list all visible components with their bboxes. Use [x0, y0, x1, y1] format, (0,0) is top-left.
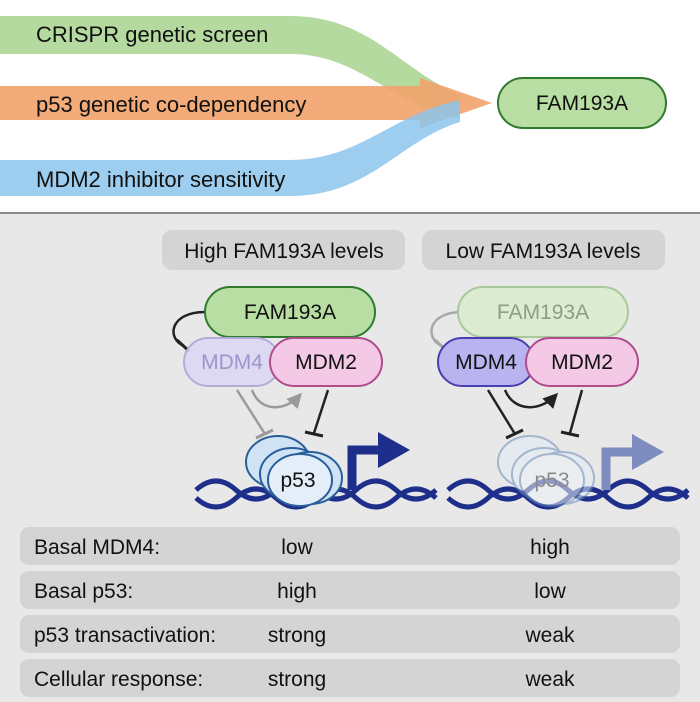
low-fam-node	[457, 286, 629, 338]
low-mdm4-label: MDM4	[455, 351, 517, 374]
low-mdm2-inhibit-bar	[560, 430, 580, 438]
low-transcription-arrow	[601, 447, 636, 490]
high-condition: FAM193A MDM4 MDM2 p53	[172, 286, 438, 510]
low-mdm4-activates-mdm2	[503, 389, 559, 409]
row-low-basal-mdm4: high	[530, 536, 570, 559]
low-mdm2-node	[525, 337, 639, 387]
row-high-transactivation: strong	[268, 624, 326, 647]
low-fam-label: FAM193A	[497, 301, 589, 324]
stream-crispr	[0, 16, 460, 118]
row-high-basal-p53: high	[277, 580, 317, 603]
input-label-p53: p53 genetic co-dependency	[36, 92, 306, 117]
low-mdm2-inhibit-p53	[568, 389, 584, 434]
table-row-bg-0	[20, 527, 680, 565]
input-label-mdm2: MDM2 inhibitor sensitivity	[36, 167, 285, 192]
low-p53-blob-4	[519, 453, 585, 507]
high-p53-label: p53	[280, 469, 315, 492]
row-low-transactivation: weak	[524, 624, 575, 647]
high-mdm4-label: MDM4	[201, 351, 263, 374]
header-low: Low FAM193A levels	[446, 240, 641, 263]
high-transcription-arrowhead	[378, 432, 410, 468]
high-mdm4-inhibit-p53	[235, 389, 267, 435]
summary-table: Basal MDM4: low high Basal p53: high low…	[20, 527, 680, 697]
high-p53-blob-4	[267, 453, 333, 507]
stream-p53	[0, 78, 492, 128]
target-label: FAM193A	[536, 92, 628, 115]
row-label-basal-mdm4: Basal MDM4:	[34, 536, 160, 559]
low-mdm4-inhibit-bar	[505, 428, 524, 440]
low-mdm2-label: MDM2	[551, 351, 613, 374]
low-mdm4-inhibit-p53	[486, 389, 517, 435]
input-streams	[0, 16, 492, 196]
low-transcription-arrowhead	[632, 434, 664, 470]
high-mdm2-inhibit-bar	[304, 430, 324, 438]
high-fam-node	[204, 286, 376, 338]
row-label-basal-p53: Basal p53:	[34, 580, 133, 603]
table-row-bg-1	[20, 571, 680, 609]
high-transcription-arrow	[347, 445, 382, 490]
row-label-cellular-response: Cellular response:	[34, 668, 203, 691]
target-pill	[497, 77, 667, 129]
row-label-transactivation: p53 transactivation:	[34, 624, 216, 647]
high-mdm2-node	[269, 337, 383, 387]
low-condition: FAM193A MDM4 MDM2 p53	[430, 286, 690, 510]
high-mdm2-inhibit-p53	[312, 389, 330, 434]
header-pill-low	[422, 230, 665, 270]
high-mdm4-inhibit-bar	[255, 428, 274, 440]
target-node: FAM193A	[497, 77, 667, 129]
row-low-basal-p53: low	[534, 580, 566, 603]
high-fam-label: FAM193A	[244, 301, 336, 324]
row-high-cellular-response: strong	[268, 668, 326, 691]
row-low-cellular-response: weak	[524, 668, 575, 691]
header-pill-high	[162, 230, 405, 270]
header-high: High FAM193A levels	[184, 240, 384, 263]
high-mdm4-activates-mdm2	[250, 389, 302, 409]
table-row-bg-3	[20, 659, 680, 697]
high-mdm2-label: MDM2	[295, 351, 357, 374]
row-high-basal-mdm4: low	[281, 536, 313, 559]
stream-mdm2	[0, 100, 460, 196]
input-label-crispr: CRISPR genetic screen	[36, 22, 268, 47]
low-p53-label: p53	[534, 469, 569, 492]
table-row-bg-2	[20, 615, 680, 653]
